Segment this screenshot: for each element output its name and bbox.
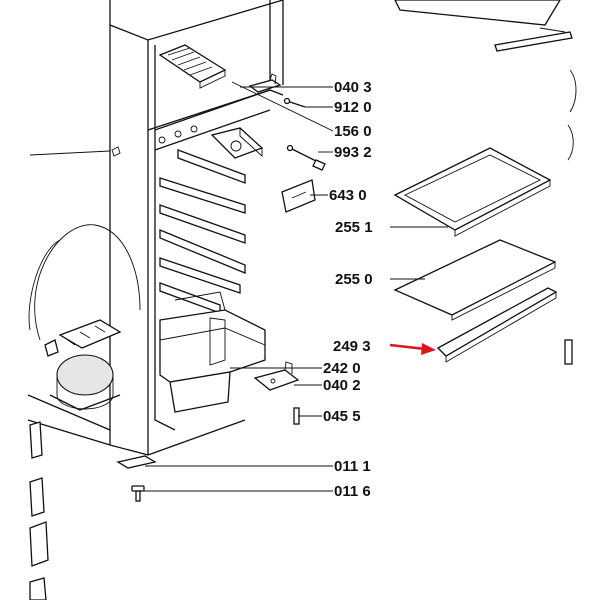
lamp-holder-6430 [281, 179, 316, 213]
screw-9120 [283, 97, 306, 108]
top-shelf-right [394, 0, 573, 52]
crisper-drawer [159, 291, 266, 413]
hinge-part-0402 [253, 361, 300, 391]
right-edge-parts [564, 69, 577, 365]
label-0402: 040 2 [323, 377, 361, 394]
leader-lines [144, 81, 448, 492]
fridge-cabinet [27, 0, 284, 456]
label-9120: 912 0 [334, 99, 372, 116]
label-2551: 255 1 [335, 219, 373, 236]
shelf-trim-2493 [436, 287, 558, 363]
sensor-9932 [286, 144, 326, 171]
label-6430: 643 0 [329, 187, 367, 204]
shelf-rails [159, 149, 246, 314]
glass-plate-2550 [393, 239, 557, 321]
highlight-arrow [389, 343, 436, 355]
thermostat-housing [210, 127, 264, 159]
shelf-frame-2551 [393, 147, 552, 237]
hinge-part-0403 [248, 73, 282, 93]
label-0111: 011 1 [334, 458, 371, 475]
compressor [44, 319, 122, 411]
label-2493: 249 3 [333, 338, 371, 355]
label-2550: 255 0 [335, 271, 373, 288]
foot-plate-0111 [116, 455, 157, 469]
foot-screw-0116 [131, 485, 145, 502]
label-0455: 045 5 [323, 408, 361, 425]
ice-tray [158, 44, 227, 89]
label-2420: 242 0 [323, 360, 361, 377]
label-9932: 993 2 [334, 144, 372, 161]
label-1560: 156 0 [334, 123, 372, 140]
left-edge-parts [29, 421, 49, 600]
part-labels: 040 3 912 0 156 0 993 2 643 0 255 1 255 … [323, 79, 373, 500]
label-0116: 011 6 [334, 483, 371, 500]
label-0403: 040 3 [334, 79, 372, 96]
